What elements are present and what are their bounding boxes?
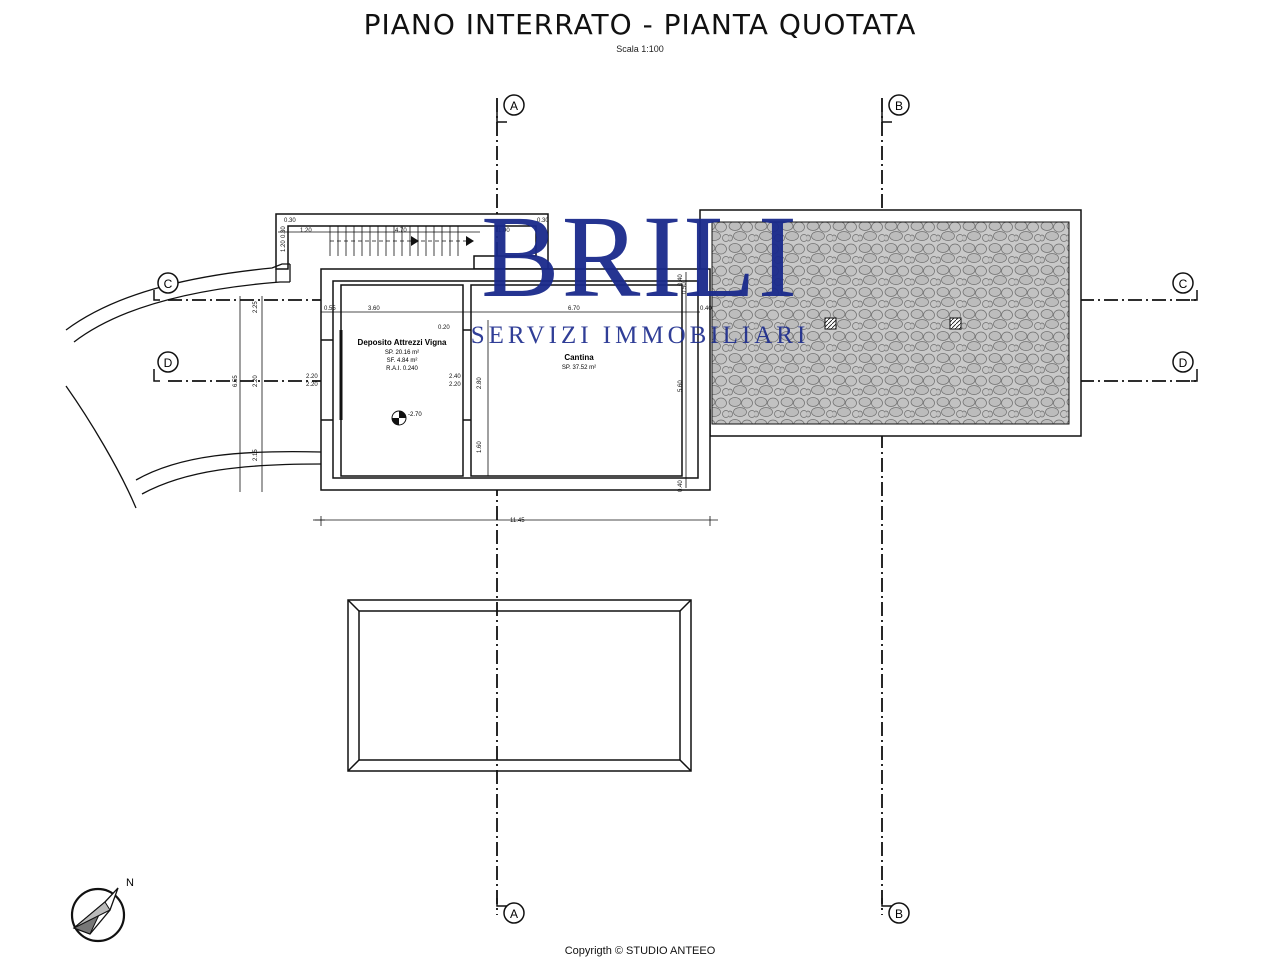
level-mark-label: -2.70 [408, 412, 422, 418]
swimming-pool [347, 599, 692, 772]
svg-text:D: D [1179, 356, 1188, 370]
svg-text:1.00: 1.00 [498, 228, 510, 234]
stone-terrace [699, 209, 1082, 437]
room-deposito-sp: SP. 20.16 m² [385, 350, 419, 356]
room-cantina-sp: SP. 37.52 m² [562, 365, 596, 371]
svg-text:C: C [1179, 277, 1188, 291]
section-marker-b-bottom: B [881, 898, 910, 924]
svg-text:D: D [164, 356, 173, 370]
svg-text:4.70: 4.70 [395, 228, 407, 234]
svg-text:1.20: 1.20 [300, 228, 312, 234]
svg-text:5.60: 5.60 [678, 380, 684, 392]
svg-text:6.70: 6.70 [568, 306, 580, 312]
svg-text:0.40: 0.40 [678, 274, 684, 286]
svg-text:2.20: 2.20 [306, 382, 318, 388]
room-cantina-name: Cantina [564, 353, 594, 362]
svg-text:0.30: 0.30 [537, 218, 549, 224]
brand-watermark-subtitle: SERVIZI IMMOBILIARI [470, 322, 810, 349]
brand-watermark: BRILI [480, 191, 800, 322]
retaining-walls [65, 263, 322, 509]
svg-text:A: A [510, 99, 518, 113]
section-marker-a-bottom: A [496, 898, 525, 924]
svg-text:2.80: 2.80 [477, 377, 483, 389]
svg-text:0.50: 0.50 [682, 282, 688, 294]
svg-text:B: B [895, 907, 903, 921]
section-marker-c-right: C [1172, 272, 1198, 301]
building-walls [320, 268, 711, 491]
svg-text:B: B [895, 99, 903, 113]
north-label: N [126, 877, 134, 889]
svg-text:0.20: 0.20 [438, 325, 450, 331]
plan-scale: Scala 1:100 [616, 44, 664, 54]
room-deposito-rai: R.A.I. 0.240 [386, 366, 418, 372]
svg-text:2.20: 2.20 [449, 382, 461, 388]
room-deposito: Deposito Attrezzi Vigna SP. 20.16 m² SF.… [358, 338, 447, 372]
pillar-marker [824, 317, 837, 330]
svg-text:0.40: 0.40 [700, 306, 712, 312]
svg-text:A: A [510, 907, 518, 921]
svg-text:1.20: 1.20 [281, 240, 287, 252]
svg-text:0.30: 0.30 [281, 226, 287, 238]
plan-title: PIANO INTERRATO - PIANTA QUOTATA [363, 8, 917, 41]
copyright-footer: Copyrigth © STUDIO ANTEEO [564, 945, 716, 957]
svg-text:2.20: 2.20 [253, 375, 259, 387]
svg-text:2.25: 2.25 [253, 301, 259, 313]
pillar-marker [949, 317, 962, 330]
room-deposito-name: Deposito Attrezzi Vigna [358, 338, 447, 347]
svg-text:C: C [164, 277, 173, 291]
level-marker [391, 410, 407, 426]
svg-text:0.30: 0.30 [284, 218, 296, 224]
north-arrow: N [70, 877, 134, 943]
svg-text:2.20: 2.20 [306, 374, 318, 380]
room-cantina: Cantina SP. 37.52 m² [562, 353, 596, 371]
section-marker-b-top: B [881, 94, 910, 123]
svg-text:0.55: 0.55 [324, 306, 336, 312]
svg-text:2.15: 2.15 [253, 449, 259, 461]
section-marker-d-left: D [153, 351, 179, 382]
svg-text:3.60: 3.60 [368, 306, 380, 312]
staircase [275, 213, 549, 270]
svg-text:6.55: 6.55 [233, 375, 239, 387]
section-marker-d-right: D [1172, 351, 1198, 382]
room-deposito-sf: SF. 4.84 m² [387, 358, 418, 364]
dimension-lines [239, 231, 718, 526]
dimension-labels: 0.30 1.20 4.70 1.00 0.30 0.30 1.20 0.55 … [233, 218, 712, 524]
section-marker-a-top: A [496, 94, 525, 123]
svg-text:0.40: 0.40 [678, 480, 684, 492]
svg-text:11.45: 11.45 [510, 518, 525, 524]
section-marker-c-left: C [153, 272, 179, 301]
svg-text:1.60: 1.60 [477, 441, 483, 453]
svg-text:2.40: 2.40 [449, 374, 461, 380]
